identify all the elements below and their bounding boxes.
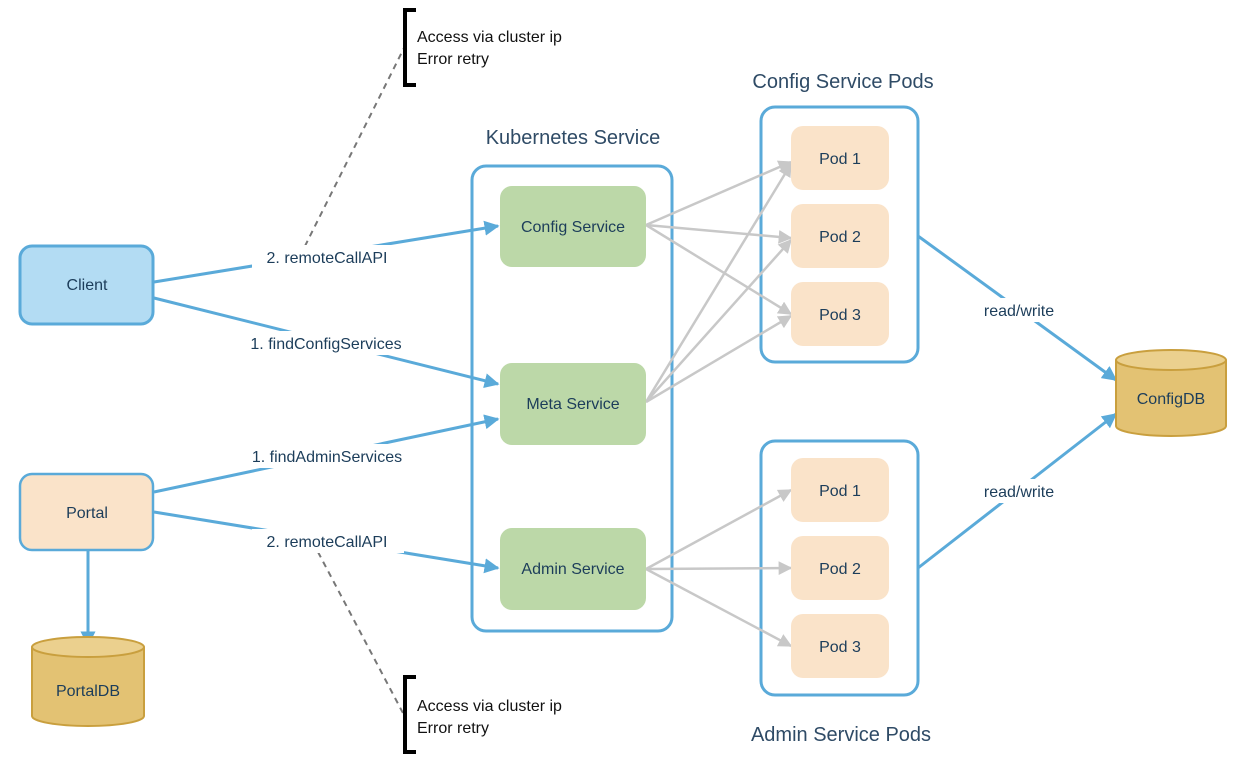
portal-remote-call-label: 2. remoteCallAPI: [267, 534, 388, 551]
admin-service-label: Admin Service: [521, 561, 624, 578]
client-remote-call-label: 2. remoteCallAPI: [267, 250, 388, 267]
kubernetes-service-title: Kubernetes Service: [486, 127, 661, 149]
bottom-note-line2: Error retry: [417, 720, 489, 737]
admin-read-write-label: read/write: [984, 484, 1054, 501]
portal-node: Portal: [18, 472, 155, 552]
meta-service-to-pod3-arrow: [645, 314, 793, 404]
config-read-write-label: read/write: [984, 303, 1054, 320]
admin-pod-2: Pod 2: [791, 536, 889, 600]
client-find-config-label: 1. findConfigServices: [250, 336, 401, 353]
configdb-node: ConfigDB: [1115, 349, 1227, 437]
portal-find-admin-label: 1. findAdminServices: [252, 449, 402, 466]
portaldb-label: PortalDB: [56, 683, 120, 700]
top-note-line2: Error retry: [417, 51, 489, 68]
bottom-note-line1: Access via cluster ip: [417, 698, 562, 715]
top-note-connector: [299, 47, 405, 257]
admin-service-to-pod2-arrow: [645, 561, 793, 575]
admin-service-pods-title: Admin Service Pods: [751, 724, 931, 746]
config-service-node: Config Service: [500, 186, 646, 267]
config-service-to-pod3-arrow: [645, 223, 793, 316]
config-pod-1: Pod 1: [791, 126, 889, 190]
admin-service-to-pod3-arrow: [645, 567, 793, 648]
meta-service-to-pod2-arrow: [645, 238, 792, 403]
meta-service-node: Meta Service: [500, 363, 646, 445]
config-pod-1-label: Pod 1: [819, 151, 861, 168]
config-service-pods-title: Config Service Pods: [752, 71, 933, 93]
config-pod-2: Pod 2: [791, 204, 889, 268]
top-note-bracket: [403, 8, 416, 87]
top-note-line1: Access via cluster ip: [417, 29, 562, 46]
config-service-label: Config Service: [521, 219, 625, 236]
config-pod-3: Pod 3: [791, 282, 889, 346]
portaldb-node: PortalDB: [31, 636, 145, 727]
meta-service-to-pod1-arrow: [644, 162, 793, 403]
bottom-note-bracket: [403, 675, 416, 754]
kubernetes-service-frame: [470, 164, 674, 633]
bottom-note-connector: [317, 551, 405, 716]
admin-pod-3: Pod 3: [791, 614, 889, 678]
client-label: Client: [67, 277, 108, 294]
client-node: Client: [18, 244, 155, 326]
admin-service-node: Admin Service: [500, 528, 646, 610]
admin-pod-2-label: Pod 2: [819, 561, 861, 578]
admin-service-to-pod1-arrow: [645, 488, 793, 571]
meta-service-label: Meta Service: [526, 396, 619, 413]
admin-pod-3-label: Pod 3: [819, 639, 861, 656]
config-service-to-pod2-arrow: [645, 223, 793, 244]
config-pod-3-label: Pod 3: [819, 307, 861, 324]
admin-pod-1-label: Pod 1: [819, 483, 861, 500]
config-service-to-pod1-arrow: [645, 160, 793, 227]
config-pod-2-label: Pod 2: [819, 229, 861, 246]
portal-label: Portal: [66, 505, 108, 522]
configdb-label: ConfigDB: [1137, 391, 1205, 408]
admin-pod-1: Pod 1: [791, 458, 889, 522]
